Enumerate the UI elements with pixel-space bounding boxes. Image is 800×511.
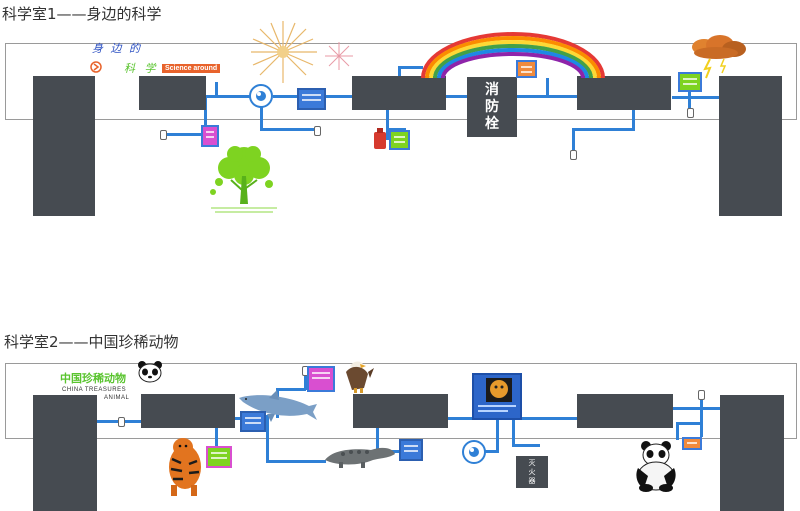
wire	[260, 128, 316, 131]
wire	[386, 110, 389, 140]
eye-button-icon[interactable]	[249, 84, 273, 108]
fire-hydrant-box: 消 防 栓	[467, 77, 517, 137]
info-card[interactable]	[240, 411, 266, 432]
wire	[546, 78, 549, 98]
socket-icon	[687, 108, 694, 118]
dolphin-icon	[239, 390, 317, 422]
socket-icon	[314, 126, 321, 136]
extinguisher-label: 灭火器	[528, 460, 536, 485]
room1-outline	[5, 43, 797, 120]
wire	[386, 128, 406, 131]
hydrant-char: 栓	[485, 116, 499, 132]
exhibit-block	[141, 394, 235, 428]
wire	[276, 388, 306, 391]
wire	[632, 108, 635, 130]
socket-icon	[570, 150, 577, 160]
info-card[interactable]	[516, 60, 537, 78]
room2-banner-cn: 中国珍稀动物	[60, 372, 126, 385]
exhibit-block	[352, 76, 446, 110]
panda-full-icon	[636, 441, 676, 492]
info-card[interactable]	[389, 130, 410, 150]
room2-banner-en-1: CHINA TREASURES	[62, 387, 127, 393]
wire	[266, 415, 269, 462]
exhibit-block-right	[720, 395, 784, 511]
wire	[660, 407, 722, 410]
panda-icon	[138, 361, 162, 383]
wire	[572, 128, 575, 150]
room2-banner-en-2: ANIMAL	[104, 395, 130, 401]
extinguisher-box: 灭火器	[516, 456, 548, 488]
extinguisher-icon	[374, 128, 386, 149]
exhibit-block	[139, 76, 206, 110]
hydrant-char: 防	[485, 99, 499, 115]
wire	[676, 422, 679, 440]
eye-button-icon[interactable]	[462, 440, 486, 464]
small-firework-icon	[325, 42, 353, 70]
wire	[688, 88, 691, 110]
eagle-icon	[346, 361, 374, 393]
wire	[512, 418, 515, 446]
wire	[260, 107, 263, 131]
room2-title: 科学室2——中国珍稀动物	[4, 333, 179, 351]
crocodile-icon	[325, 447, 395, 468]
info-card[interactable]	[201, 125, 219, 147]
wire	[672, 96, 720, 99]
info-card[interactable]	[399, 439, 423, 461]
monkey-poster[interactable]	[472, 373, 522, 420]
wire	[484, 450, 499, 453]
wire	[164, 133, 204, 136]
wire	[512, 444, 540, 447]
wire	[215, 82, 218, 97]
fireworks-icon	[251, 21, 317, 83]
info-card[interactable]	[307, 366, 335, 392]
exhibit-block-left	[33, 76, 95, 216]
exhibit-block	[577, 394, 673, 428]
wire	[215, 428, 218, 448]
info-card[interactable]	[297, 88, 326, 110]
monkey-icon	[478, 378, 516, 412]
fire-hydrant-label: 消 防 栓	[467, 82, 517, 133]
arrow-circle-icon	[90, 61, 102, 73]
room1-banner-line1: 身 边 的	[92, 42, 142, 55]
wire	[496, 418, 499, 450]
socket-icon	[118, 417, 125, 427]
tiger-icon	[169, 438, 201, 496]
room2-outline	[5, 363, 797, 439]
exhibit-block-right	[719, 76, 782, 216]
socket-icon	[160, 130, 167, 140]
tree-icon	[210, 146, 277, 213]
info-card[interactable]	[206, 446, 232, 468]
wire	[445, 95, 467, 98]
wire	[700, 392, 703, 437]
exhibit-block	[577, 76, 671, 110]
wire	[376, 427, 379, 453]
wire	[398, 66, 401, 78]
socket-icon	[698, 390, 705, 400]
science-around-tag: Science around	[162, 64, 221, 73]
info-card[interactable]	[678, 72, 702, 92]
info-card[interactable]	[682, 437, 702, 450]
exhibit-block	[353, 394, 448, 428]
wire	[398, 66, 423, 69]
room1-title: 科学室1——身边的科学	[2, 5, 162, 23]
wire	[266, 460, 326, 463]
wire	[676, 422, 702, 425]
rainbow-icon	[421, 32, 605, 79]
wire	[304, 368, 307, 390]
wire	[205, 95, 253, 98]
storm-cloud-icon	[692, 35, 746, 79]
exhibit-block-left	[33, 395, 97, 511]
wire	[572, 128, 635, 131]
room1-banner-line2: 科 学	[124, 62, 159, 75]
wire	[204, 97, 207, 136]
hydrant-char: 消	[485, 82, 499, 98]
